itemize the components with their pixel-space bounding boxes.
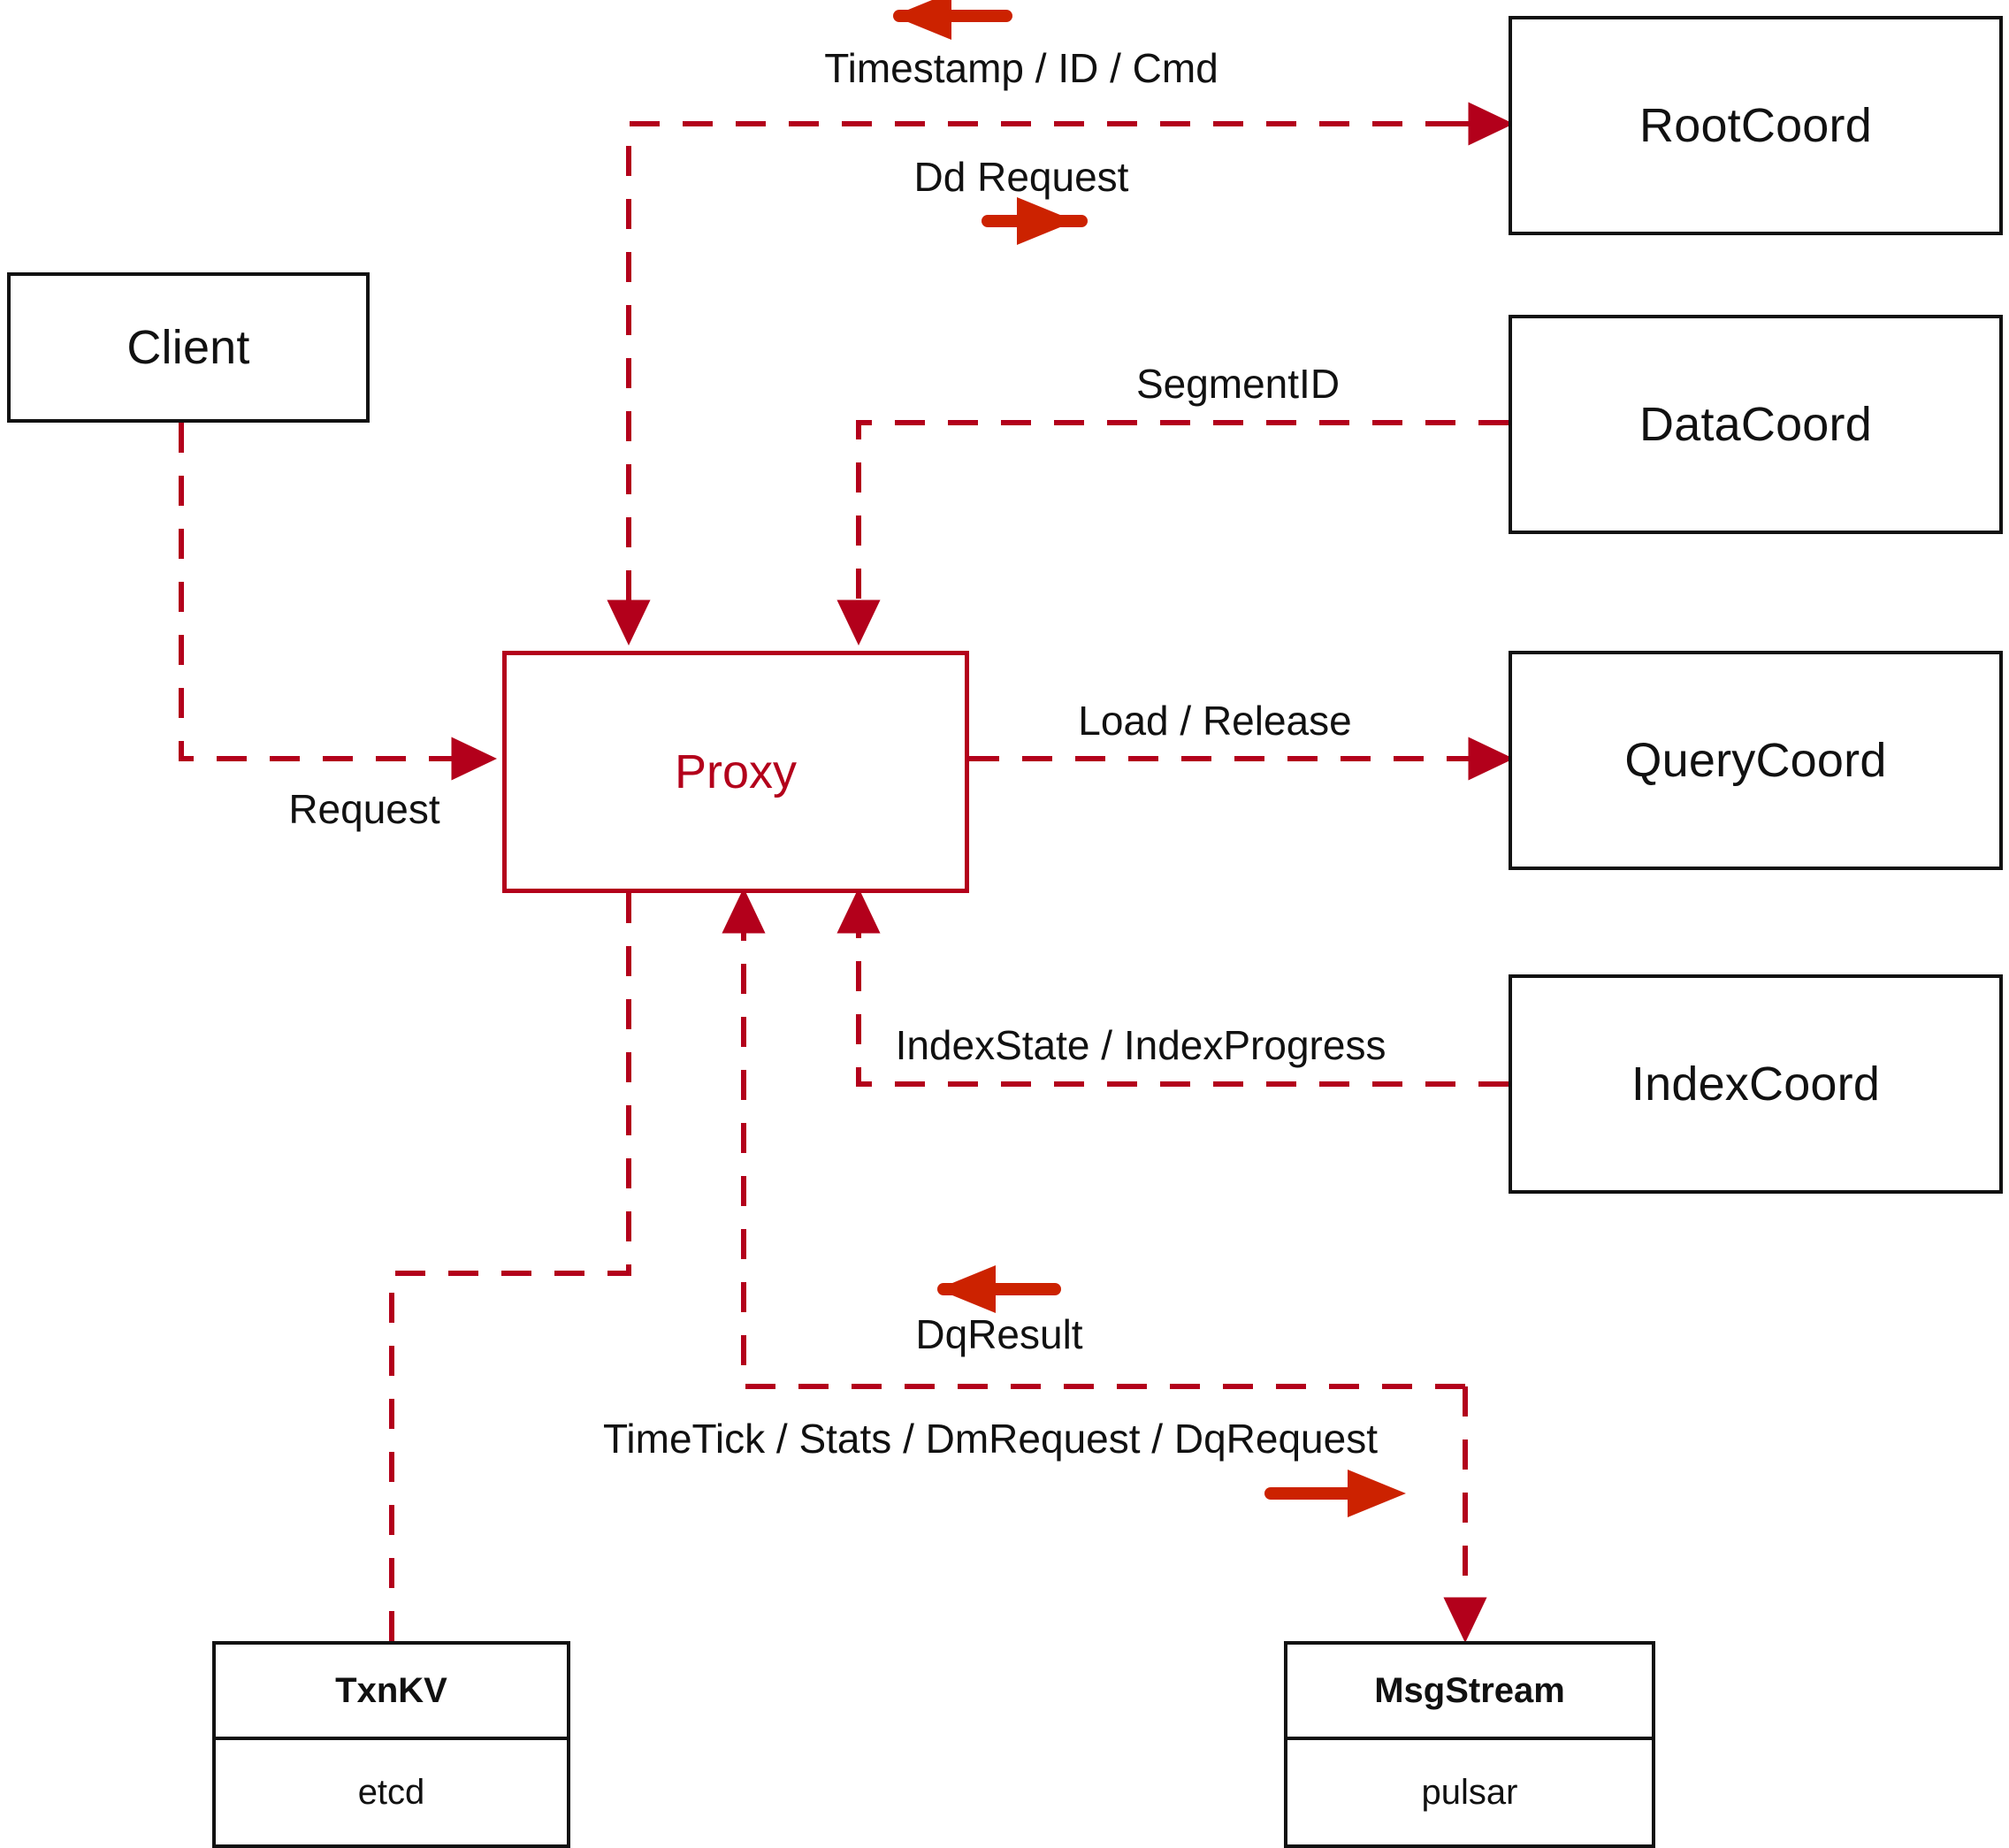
node-indexcoord[interactable]: IndexCoord (1509, 974, 2003, 1194)
node-txnkv-header: TxnKV (216, 1645, 567, 1741)
node-rootcoord-label: RootCoord (1639, 99, 1872, 152)
node-datacoord-label: DataCoord (1639, 398, 1872, 451)
node-txnkv-impl: etcd (216, 1740, 567, 1844)
connector-indexcoord-to-proxy (836, 887, 1509, 1087)
node-querycoord[interactable]: QueryCoord (1509, 651, 2003, 870)
node-msgstream-impl: pulsar (1287, 1740, 1652, 1844)
edge-label-dd-request: Dd Request (913, 154, 1129, 200)
edge-label-timetick-stats-dmrequest-dqrequest: TimeTick / Stats / DmRequest / DqRequest (603, 1416, 1378, 1462)
node-querycoord-label: QueryCoord (1624, 734, 1887, 787)
node-client-label: Client (126, 321, 250, 374)
node-indexcoord-label: IndexCoord (1631, 1058, 1881, 1111)
node-datacoord[interactable]: DataCoord (1509, 315, 2003, 534)
node-txnkv[interactable]: TxnKV etcd (212, 1641, 570, 1848)
node-rootcoord[interactable]: RootCoord (1509, 16, 2003, 235)
edge-label-dqresult: DqResult (915, 1311, 1083, 1357)
direction-arrow-group (893, 0, 1406, 1517)
node-msgstream-impl-label: pulsar (1421, 1772, 1518, 1812)
node-msgstream[interactable]: MsgStream pulsar (1284, 1641, 1655, 1848)
direction-arrow-dqresult (937, 1265, 1061, 1313)
connector-rootcoord-to-proxy (607, 121, 1509, 646)
node-proxy[interactable]: Proxy (502, 651, 969, 893)
edge-label-request: Request (288, 786, 440, 832)
direction-arrow-timestamp (893, 0, 1012, 40)
direction-arrow-dd-request (982, 197, 1088, 245)
edge-label-timestamp-id-cmd: Timestamp / ID / Cmd (824, 45, 1218, 91)
node-msgstream-label: MsgStream (1374, 1670, 1565, 1710)
edge-label-load-release: Load / Release (1078, 698, 1352, 744)
edge-label-segmentid: SegmentID (1135, 361, 1341, 407)
node-txnkv-label: TxnKV (335, 1670, 447, 1710)
connector-client-to-proxy (179, 423, 498, 781)
node-proxy-label: Proxy (674, 745, 798, 798)
connector-datacoord-to-proxy (836, 420, 1509, 646)
node-txnkv-impl-label: etcd (357, 1772, 425, 1812)
direction-arrow-timetick (1264, 1470, 1406, 1517)
node-client[interactable]: Client (7, 272, 370, 423)
node-msgstream-header: MsgStream (1287, 1645, 1652, 1741)
connector-msgstream-to-proxy (722, 887, 1465, 1389)
edge-label-indexstate-indexprogress: IndexState / IndexProgress (895, 1022, 1386, 1068)
connector-proxy-to-txnkv (389, 893, 631, 1643)
